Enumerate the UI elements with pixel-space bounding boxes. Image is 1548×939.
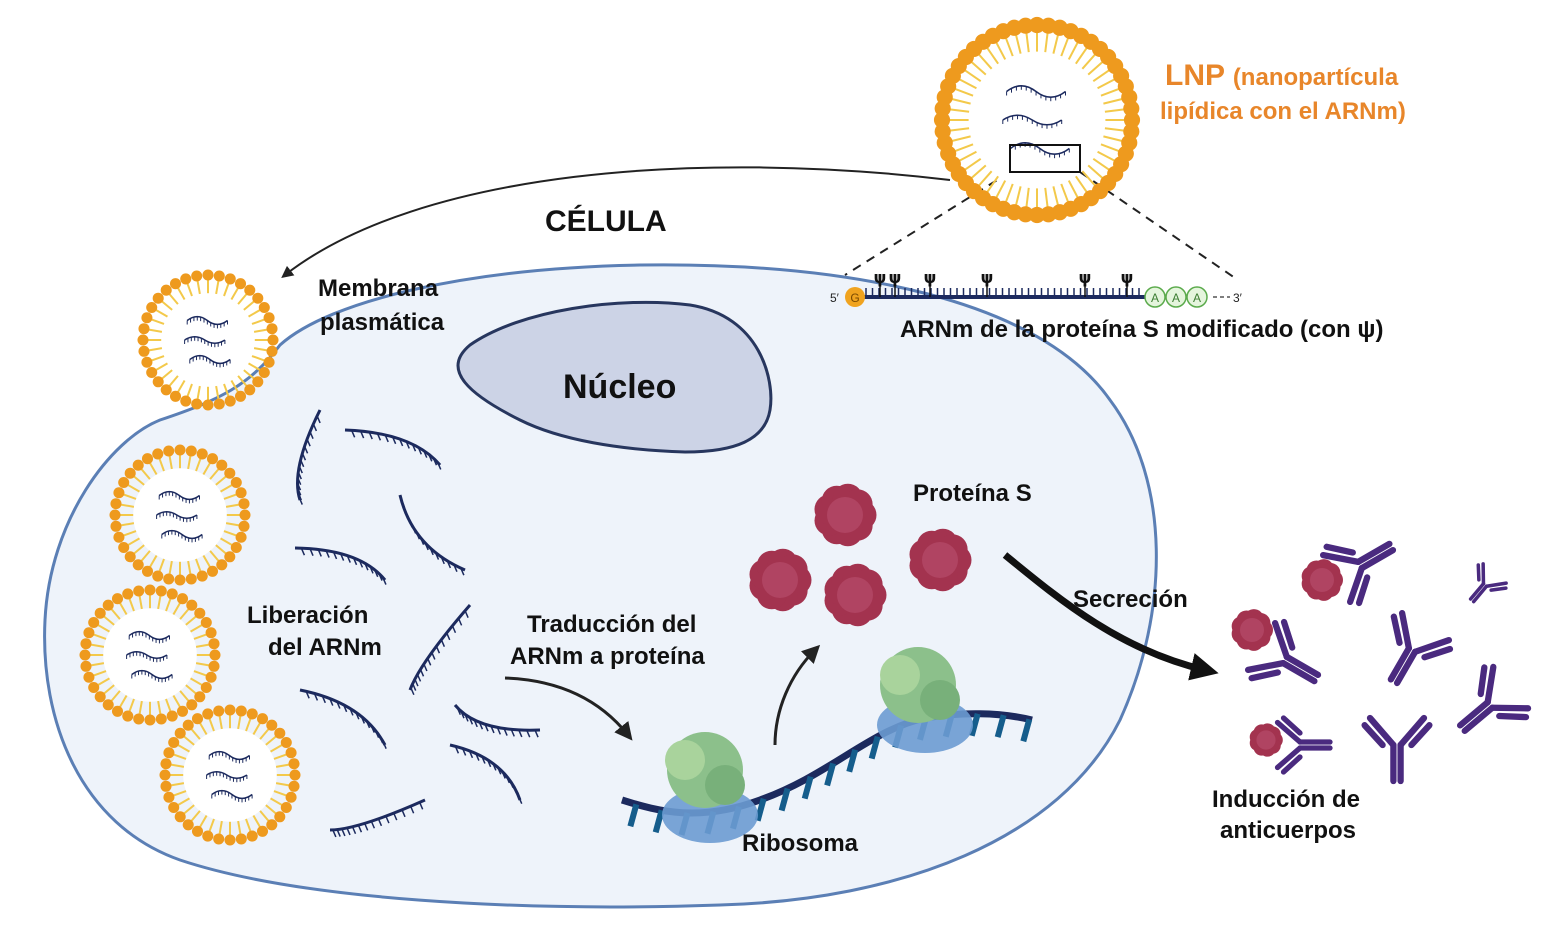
antibody [1319, 540, 1397, 607]
mrna-caption: ARNm de la proteína S modificado (con ψ) [900, 316, 1384, 343]
antibody-label-line2: anticuerpos [1220, 817, 1357, 844]
free-mrna-strand [294, 546, 387, 585]
lnp-internal-3 [159, 704, 301, 846]
antibody [1274, 715, 1333, 775]
psi-modification: ψ [924, 268, 937, 287]
lnp-internal-1 [109, 444, 251, 586]
free-mrna-strand [296, 409, 322, 505]
membrane-label-line1: Membrana [318, 275, 439, 302]
free-mrna-strand [398, 494, 466, 576]
antibody [1456, 663, 1532, 735]
lnp-label: LNP (nanopartícula [1165, 60, 1398, 93]
lnp-desc-line1: (nanopartícula [1232, 64, 1399, 91]
poly-a-nucleotide [1165, 286, 1187, 308]
free-mrna-strand [329, 798, 426, 838]
translation-label-line2: ARNm a proteína [510, 643, 705, 670]
secretion-label: Secreción [1073, 586, 1188, 613]
cap-g [845, 287, 865, 307]
ribosome-1 [662, 732, 758, 843]
spike-protein [909, 528, 972, 592]
nucleus-label: Núcleo [563, 368, 677, 406]
cell-body [43, 263, 1158, 909]
zoom-line-left [844, 171, 1011, 276]
antibody-label-line1: Inducción de [1212, 786, 1361, 813]
antibody [1387, 609, 1454, 687]
antibody [1244, 618, 1322, 685]
ribosome-2 [877, 647, 973, 753]
ribosome-label: Ribosoma [742, 830, 859, 857]
psi-modification: ψ [981, 268, 994, 287]
free-mrna-strand [344, 428, 442, 470]
release-label-line1: Liberación [247, 602, 369, 629]
lnp-fusing [137, 269, 279, 411]
svg-text:A: A [1193, 291, 1201, 305]
spike-protein [749, 548, 812, 612]
spike-protein [814, 483, 877, 547]
spike-protein [1249, 723, 1283, 757]
spike-protein [824, 563, 887, 627]
free-mrna-strand [299, 688, 387, 749]
release-label-line2: del ARNm [268, 634, 382, 661]
antibody [1468, 562, 1508, 604]
cell-label: CÉLULA [545, 205, 667, 238]
protein-s-label: Proteína S [913, 480, 1032, 507]
five-prime-label: 5′ [830, 291, 840, 305]
lnp-abbr: LNP [1165, 59, 1225, 92]
psi-modification: ψ [889, 268, 902, 287]
poly-a-nucleotide [1144, 286, 1166, 308]
translation-arrow [504, 676, 633, 741]
svg-text:A: A [1172, 291, 1180, 305]
membrane-label-line2: plasmática [320, 309, 445, 336]
lnp-main [933, 16, 1141, 224]
cap-label: G [850, 291, 859, 305]
antibody [1361, 714, 1433, 785]
lnp-desc-line2: lipídica con el ARNm) [1160, 98, 1406, 125]
free-mrna-strand [449, 743, 523, 804]
nucleus [456, 300, 773, 454]
free-mrna-strand [408, 604, 472, 696]
svg-text:A: A [1151, 291, 1159, 305]
spike-protein [1301, 559, 1343, 601]
poly-a-nucleotide [1186, 286, 1208, 308]
zoom-box [1009, 144, 1081, 173]
spike-protein [1231, 609, 1273, 651]
translation-label-line1: Traducción del [527, 611, 697, 638]
lnp-internal-2 [79, 584, 221, 726]
free-mrna-strand [453, 704, 541, 738]
psi-modification: ψ [1121, 268, 1134, 287]
uptake-arrow [281, 166, 951, 278]
secretion-arrow [1002, 552, 1219, 681]
psi-modification: ψ [874, 268, 887, 287]
protein-release-arrow [773, 644, 821, 746]
psi-modification: ψ [1079, 268, 1092, 287]
three-prime-label: 3′ [1233, 291, 1243, 305]
